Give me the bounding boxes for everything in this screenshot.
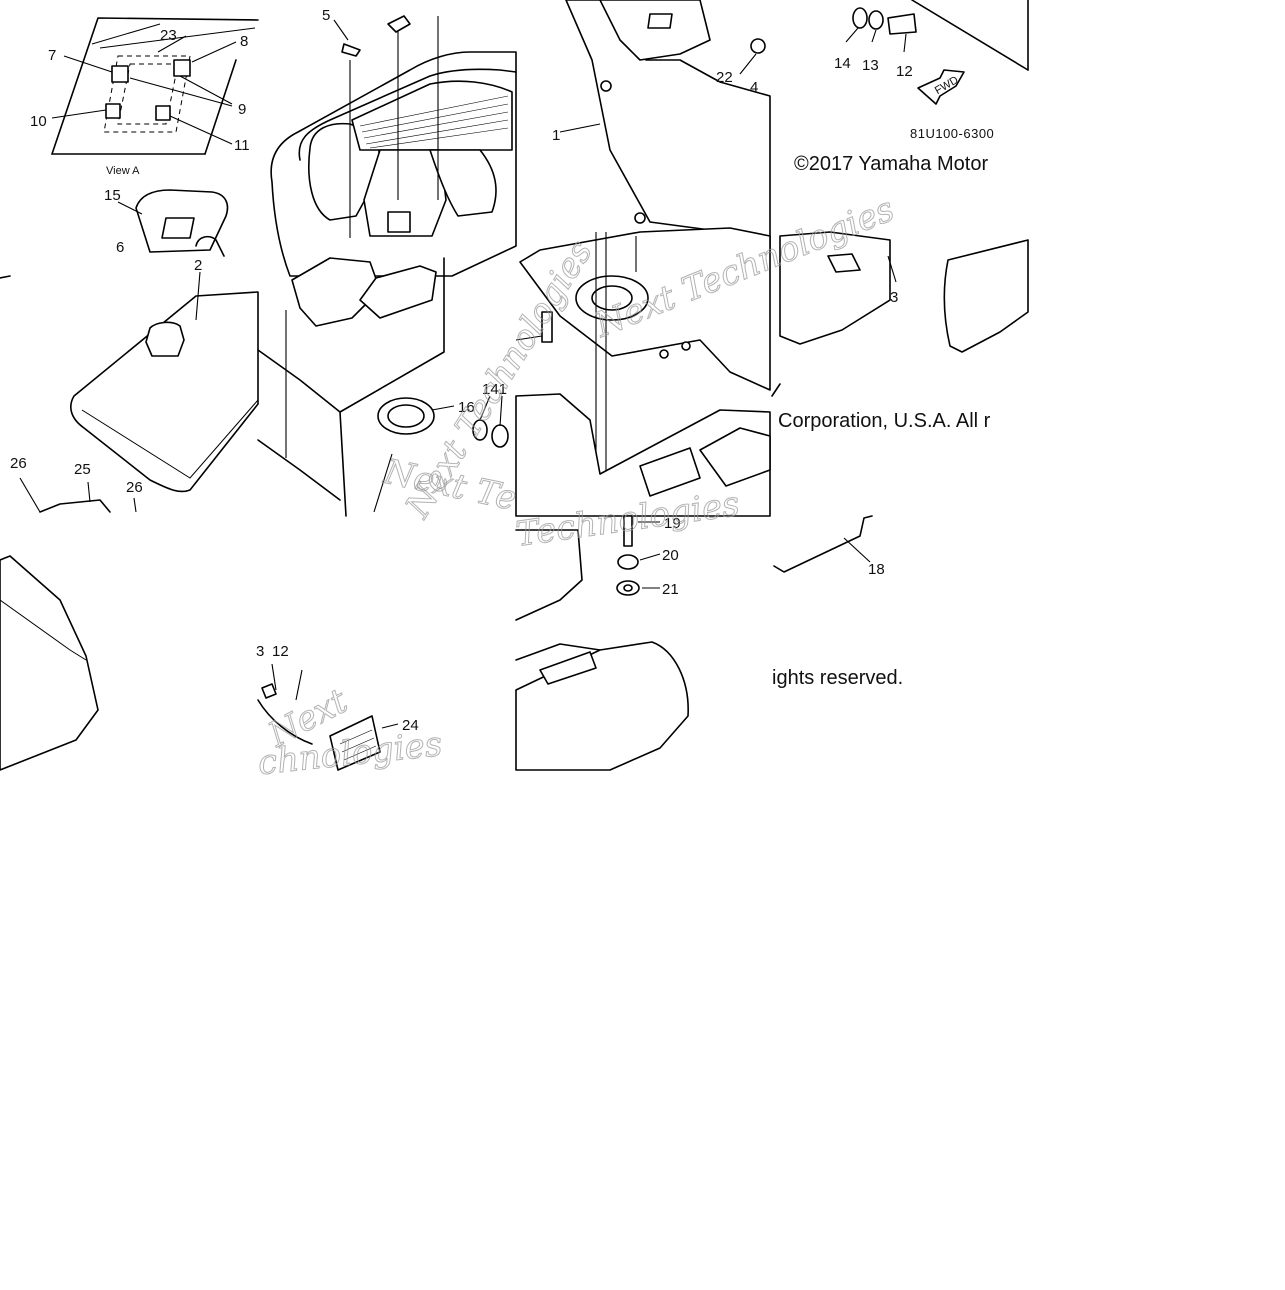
callout-1: 1	[552, 127, 560, 144]
switch-10	[105, 103, 121, 119]
callout-14-mid: 141	[482, 381, 507, 398]
tile-bolt-stack	[515, 515, 689, 771]
callout-24: 24	[402, 717, 419, 734]
callout-11: 11	[234, 137, 250, 154]
callout-12-low: 12	[272, 643, 289, 660]
copyright-line-1: ©2017 Yamaha Motor	[794, 153, 988, 175]
bolt-left	[541, 311, 553, 343]
tile-seat	[0, 555, 99, 771]
callout-26b: 26	[126, 479, 143, 496]
copyright-line-3: ights reserved.	[772, 667, 903, 689]
callout-20: 20	[662, 547, 679, 564]
tile-console	[257, 15, 517, 517]
callout-21: 21	[662, 581, 679, 598]
pin-5	[341, 43, 361, 57]
callout-15: 15	[104, 187, 121, 204]
nut-13	[868, 10, 884, 30]
callout-2: 2	[194, 257, 202, 274]
panel-right	[943, 239, 1029, 353]
callout-3-low: 3	[256, 643, 264, 660]
bolt-25	[39, 499, 111, 513]
label-24	[329, 715, 381, 771]
callout-12: 12	[896, 63, 913, 80]
callout-9: 9	[238, 101, 246, 118]
view-a-label: View A	[106, 165, 140, 177]
part-code: 81U100-6300	[910, 126, 994, 141]
fwd-label: FWD	[933, 74, 961, 97]
callout-13: 13	[862, 57, 879, 74]
fender-body	[515, 393, 771, 517]
tile-label	[257, 663, 399, 771]
nut-20	[617, 554, 639, 570]
washer-14-top	[852, 7, 868, 29]
bolt-19	[623, 515, 633, 547]
callout-25: 25	[74, 461, 91, 478]
bracket-18	[773, 515, 873, 573]
fwd-arrow-icon	[917, 69, 965, 105]
switch-7	[111, 65, 129, 83]
callout-26a: 26	[10, 455, 27, 472]
callout-10: 10	[30, 113, 47, 130]
callout-18: 18	[868, 561, 885, 578]
callout-8: 8	[240, 33, 248, 50]
tile-frame	[515, 0, 771, 517]
panel-3	[779, 231, 891, 345]
callout-14: 14	[834, 55, 851, 72]
knob-2	[145, 321, 185, 357]
tile-bracket	[773, 515, 873, 573]
copyright-line-2: Corporation, U.S.A. All r	[778, 410, 991, 432]
callout-19: 19	[664, 515, 681, 532]
callout-7: 7	[48, 47, 56, 64]
bolt-22	[750, 38, 766, 54]
seat-cover	[0, 555, 99, 771]
callout-6: 6	[116, 239, 124, 256]
frame-lower	[519, 227, 771, 391]
callout-23: 23	[160, 27, 177, 44]
tile-fasteners	[771, 0, 1029, 397]
switch-11	[155, 105, 171, 121]
tile-view-a	[0, 17, 259, 513]
callout-3: 3	[890, 289, 898, 306]
bolt-12	[887, 13, 917, 35]
callout-16: 16	[458, 399, 475, 416]
view-a-frame	[51, 17, 259, 155]
callouts: 23 7 8 9 10 11 15 6 2 26 25 26 5 16 141 …	[10, 7, 913, 734]
cover-2	[70, 291, 259, 493]
callout-5: 5	[322, 7, 330, 24]
cover-lower	[515, 641, 689, 771]
shift-gate	[429, 149, 497, 217]
switch-8	[173, 59, 191, 77]
callout-4: 4	[750, 79, 758, 96]
callout-22: 22	[716, 69, 733, 86]
